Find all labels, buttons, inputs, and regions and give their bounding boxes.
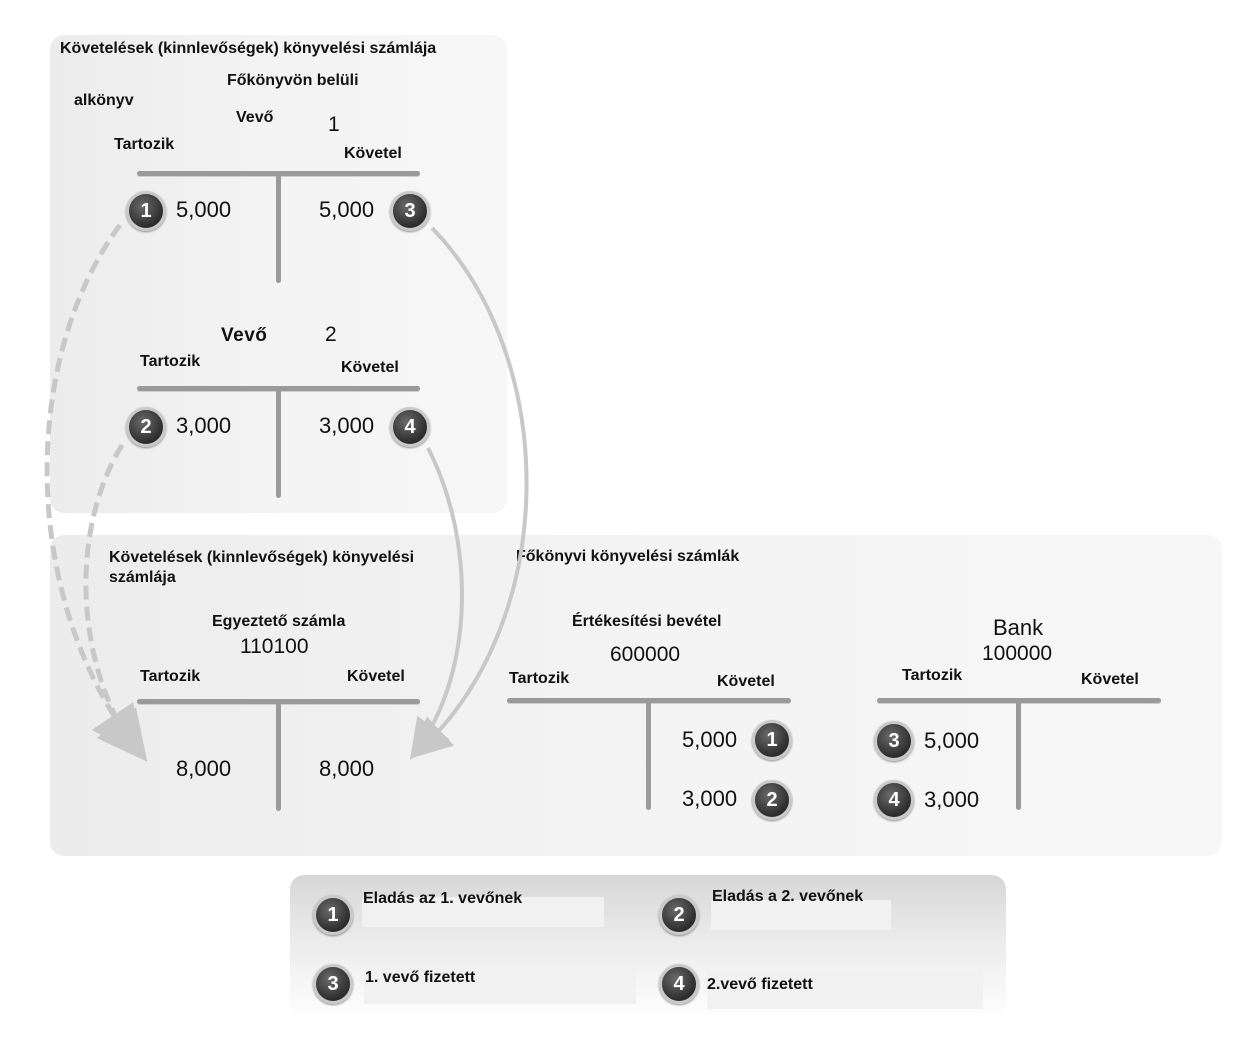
legend-strip-3 [364,966,636,1004]
arrow-dashed-debit-2 [83,443,141,758]
subledger-panel-title: Követelések (kinnlevőségek) könyvelési s… [60,40,437,57]
sales-credit-badge-1: 1 [752,720,792,760]
bank-credit-label: Követel [1081,671,1139,688]
legend-text-2: Eladás a 2. vevőnek [712,888,864,905]
account1-credit-value: 5,000 [319,197,375,222]
legend-badge-2: 2 [659,895,699,935]
control-debit-value: 8,000 [176,756,232,781]
sales-credit-badge-2: 2 [752,780,792,820]
sales-account-number: 600000 [610,643,681,666]
control-t-vertical [276,701,281,811]
sales-account-name: Értékesítési bevétel [572,613,722,630]
legend-strip-1 [362,897,604,927]
account2-debit-badge: 2 [126,407,166,447]
legend-badge-4: 4 [659,964,699,1004]
bank-account-name: Bank [993,615,1044,640]
account2-credit-badge: 4 [390,407,430,447]
legend-strip-4 [707,971,983,1009]
general-ledger-panel [50,535,1222,856]
bank-debit-label: Tartozik [902,667,963,684]
account1-credit-label: Követel [344,145,402,162]
account2-debit-value: 3,000 [176,413,232,438]
sales-t-vertical [646,700,651,810]
control-account-name: Egyeztető számla [212,613,346,630]
account2-debit-label: Tartozik [140,353,201,370]
account1-debit-badge: 1 [126,191,166,231]
arrow-solid-credit-4 [409,447,464,760]
legend-badge-3: 3 [313,964,353,1004]
bank-account-number: 100000 [982,642,1053,665]
account2-credit-label: Követel [341,359,399,376]
account1-credit-badge: 3 [390,191,430,231]
account2-name: Vevő [221,325,268,346]
account2-t-vertical [276,388,281,498]
arrow-solid-credit-3 [411,226,529,759]
legend-badge-1: 1 [313,895,353,935]
bank-t-vertical [1016,700,1021,810]
control-account-number: 110100 [240,635,309,658]
bank-debit-value-1: 5,000 [924,728,980,753]
sales-credit-value-2: 3,000 [682,786,738,811]
legend-text-3: 1. vevő fizetett [365,969,476,986]
control-credit-label: Követel [347,668,405,685]
account1-name: Vevő [236,109,274,126]
bank-debit-badge-1: 3 [874,721,914,761]
subledger-subtitle: Főkönyvön belüli [227,72,359,89]
subledger-label: alkönyv [74,92,134,109]
account2-credit-value: 3,000 [319,413,375,438]
general-ledger-title: Főkönyvi könyvelési számlák [516,548,740,565]
account1-debit-value: 5,000 [176,197,232,222]
account1-t-vertical [276,173,281,283]
account1-debit-label: Tartozik [114,136,175,153]
sales-credit-label: Követel [717,673,775,690]
sales-credit-value-1: 5,000 [682,727,738,752]
bank-debit-value-2: 3,000 [924,787,980,812]
legend-text-1: Eladás az 1. vevőnek [363,890,523,907]
account1-number: 1 [328,113,340,136]
bank-debit-badge-2: 4 [874,780,914,820]
sales-debit-label: Tartozik [509,670,570,687]
arrow-dashed-debit-1 [44,223,148,762]
legend-strip-2 [711,900,891,930]
control-credit-value: 8,000 [319,756,375,781]
account2-number: 2 [325,323,337,346]
control-debit-label: Tartozik [140,668,201,685]
legend-text-4: 2.vevő fizetett [707,976,813,993]
control-section-title-line1: Követelések (kinnlevőségek) könyvelési [109,549,415,566]
control-section-title-line2: számlája [109,569,176,586]
